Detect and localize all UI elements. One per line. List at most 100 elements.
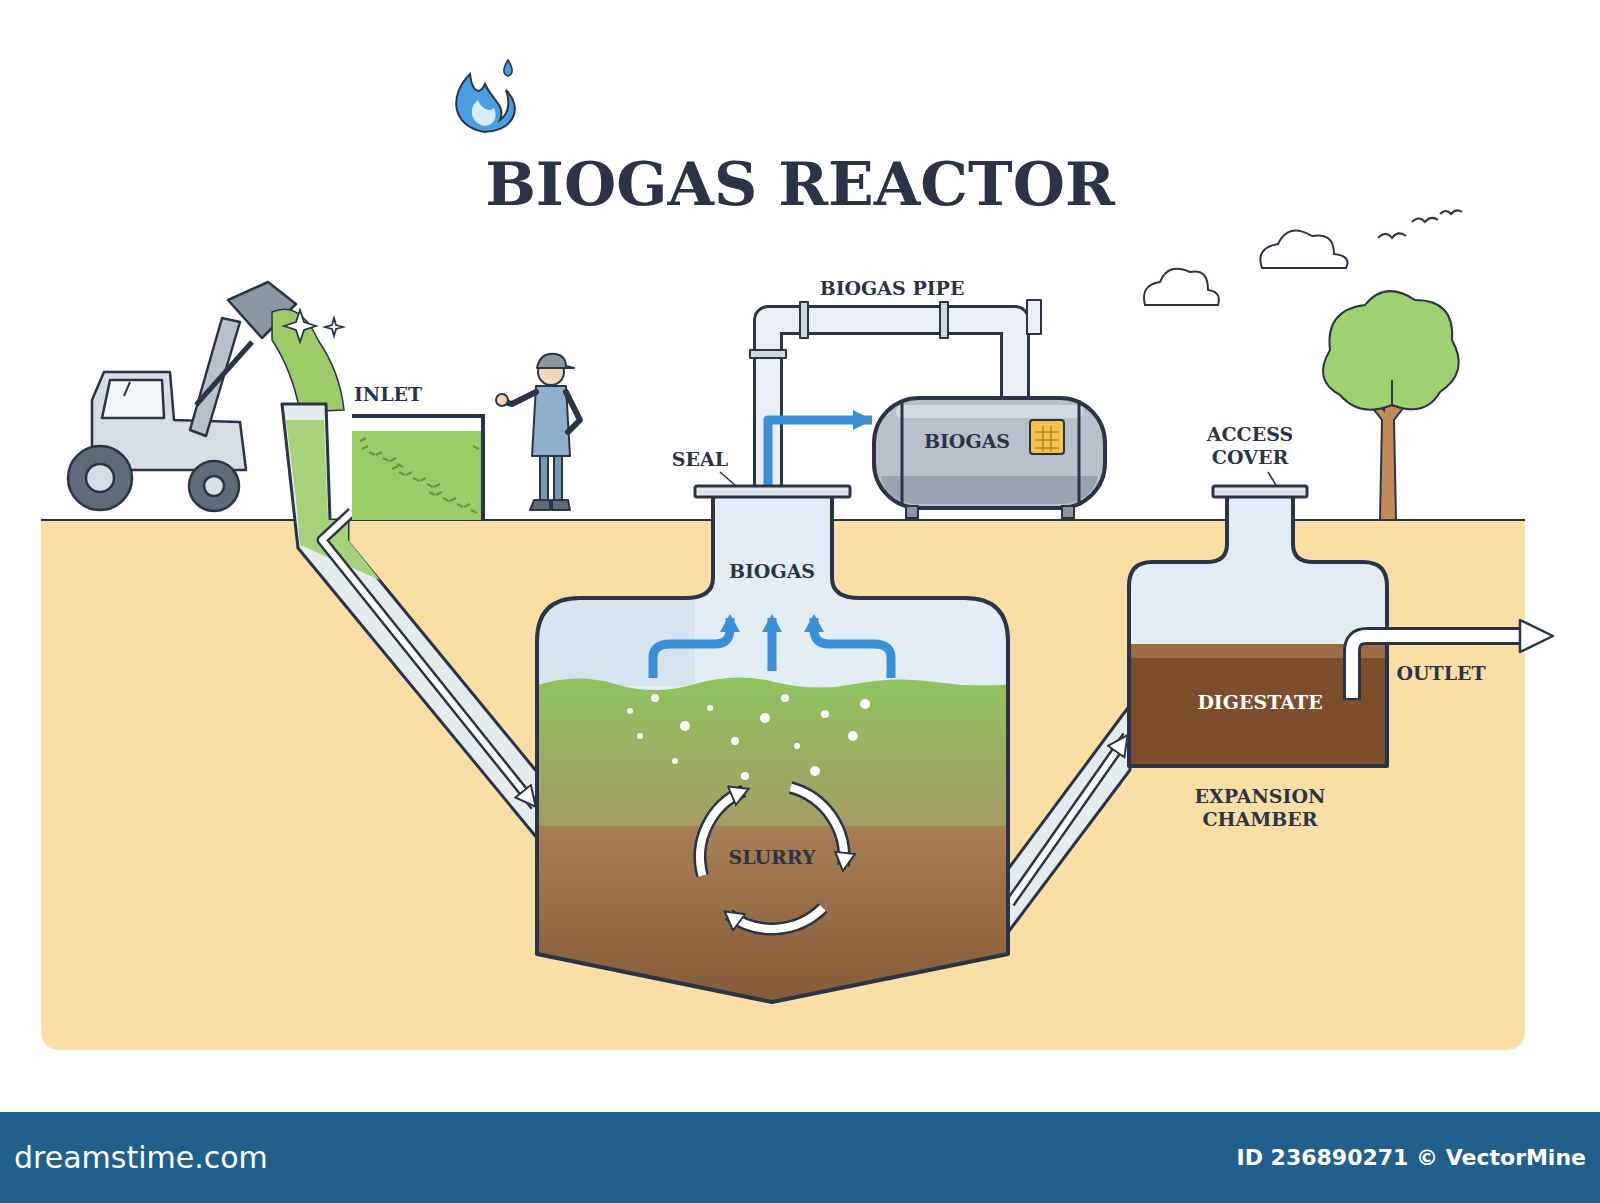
farmer	[532, 386, 570, 456]
part-label: BIOGAS	[729, 560, 815, 583]
cloud	[1144, 269, 1219, 305]
gas-storage-tank-outline	[881, 476, 1098, 504]
digester-tank-outline	[695, 486, 850, 497]
inlet-pit-outline	[457, 504, 463, 507]
tractor	[189, 461, 239, 511]
inlet-pit-outline	[420, 478, 426, 481]
gas-storage-tank-outline	[872, 396, 1107, 510]
flame-icon	[456, 60, 515, 132]
part-label: EXPANSION CHAMBER	[1175, 785, 1345, 831]
digester-tank-outline	[651, 694, 659, 702]
flow-arrow-outline	[1010, 736, 1127, 903]
digester-tank-outline	[535, 677, 1015, 831]
digester-tank-outline	[781, 694, 789, 702]
leader-line	[1268, 472, 1276, 485]
watermark-text: dreamstime.com	[14, 1140, 268, 1176]
part-label: ACCESS COVER	[1180, 423, 1320, 469]
title-text: BIOGAS REACTOR	[485, 149, 1115, 219]
flow-arrow-line	[768, 420, 872, 486]
flame-icon	[504, 60, 512, 76]
digester-tank-outline	[672, 758, 678, 764]
farmer	[552, 500, 570, 510]
digester-tank-outline	[860, 699, 870, 709]
footer-bar	[0, 1112, 1600, 1203]
gas-pipe	[750, 350, 786, 358]
flow-arrow	[768, 420, 872, 486]
organic-waste	[272, 309, 344, 412]
tractor	[68, 282, 296, 511]
digester-tank-outline	[768, 618, 777, 671]
tractor	[190, 318, 240, 436]
gas-storage-tank-outline	[896, 405, 1083, 418]
flow-arrow	[322, 512, 535, 806]
flame-icon	[456, 74, 515, 132]
farmer	[504, 392, 536, 404]
inlet-pit-outline	[473, 446, 479, 449]
inlet-chute	[282, 404, 537, 838]
farmer	[496, 394, 508, 406]
tree	[1323, 291, 1459, 520]
gas-pipe	[940, 302, 948, 338]
tractor	[86, 464, 114, 492]
inlet-pit-outline	[360, 438, 366, 441]
bird	[1378, 233, 1406, 238]
inlet-pit-outline	[450, 498, 456, 501]
digester-tank-outline	[680, 721, 690, 731]
gas-storage-tank-outline	[906, 506, 918, 518]
digester-tank-outline	[814, 618, 891, 678]
digester-tank-outline	[537, 496, 1008, 1002]
sparkle	[284, 310, 316, 342]
inlet-pit-outline	[413, 478, 419, 481]
inlet-pit-outline	[390, 458, 396, 461]
gas-storage-tank-outline	[1030, 420, 1064, 454]
edge-label: BIOGAS PIPE	[820, 277, 965, 300]
digester-tank-outline	[729, 908, 823, 929]
gas-storage-tank-outline	[1062, 506, 1074, 518]
part-label: BIOGAS	[924, 430, 1010, 453]
tractor	[196, 342, 252, 405]
tractor	[68, 446, 132, 510]
gas-pipe	[1027, 300, 1041, 334]
tractor	[124, 382, 130, 396]
gas-storage-tank-outline	[901, 400, 904, 506]
inlet-pit-outline	[436, 492, 442, 495]
part-label: SLURRY	[728, 846, 815, 869]
expansion-chamber-outline	[1352, 636, 1523, 700]
digester-tank-outline	[821, 710, 829, 718]
cloud	[1260, 231, 1347, 268]
farmer	[554, 456, 562, 500]
flow-arrow-outline	[322, 512, 535, 806]
inlet-pit-outline	[443, 498, 449, 501]
gas-storage-tank-outline	[1035, 426, 1059, 452]
gas-storage-tank-outline	[874, 398, 1105, 508]
inlet-pit-outline	[376, 452, 382, 455]
digester-tank: BIOGAS SLURRY	[535, 486, 1010, 1006]
part-label: OUTLET	[1396, 662, 1485, 685]
expansion-chamber: DIGESTATEEXPANSION CHAMBER	[1127, 486, 1389, 831]
digester-tank-outline	[848, 731, 858, 741]
flow-arrow	[1010, 736, 1127, 903]
digester-tank-outline	[731, 737, 739, 745]
digester-tank-outline	[627, 708, 633, 714]
digester-tank-outline	[729, 908, 823, 929]
digester-tank-outline	[741, 772, 749, 780]
flow-arrow-line	[1010, 736, 1127, 903]
farmer	[496, 354, 580, 510]
inlet-pit-outline	[427, 484, 433, 487]
digester-tank-outline	[653, 618, 730, 678]
overflow-pipe	[1006, 705, 1130, 935]
tractor	[102, 380, 164, 418]
bird	[1412, 218, 1438, 222]
gas-storage-tank-outline	[1078, 400, 1081, 506]
sparkle	[284, 310, 343, 342]
digester-tank-outline	[707, 705, 713, 711]
digester-tank-outline	[535, 486, 1015, 1026]
inlet-pit-outline	[383, 458, 389, 461]
gas-storage-tank: BIOGAS	[872, 396, 1107, 510]
expansion-chamber-outline	[1129, 496, 1387, 766]
inlet-pit-outline	[434, 484, 440, 487]
digester-tank-outline	[760, 713, 770, 723]
inlet-pit-outline	[362, 446, 368, 449]
inlet-pit-outline	[464, 504, 470, 507]
expansion-chamber-outline	[1352, 636, 1525, 698]
